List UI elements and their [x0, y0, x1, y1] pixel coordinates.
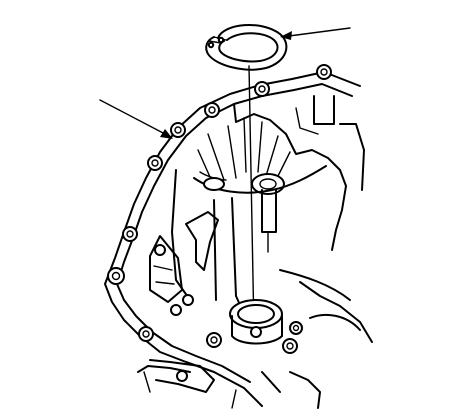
housing-callout-arrow: [99, 99, 173, 139]
snap-ring-callout-arrow: [280, 27, 351, 40]
transmission-housing-icon: [104, 64, 373, 409]
snap-ring-icon: [205, 23, 288, 71]
assembly-center-line: [248, 65, 255, 333]
